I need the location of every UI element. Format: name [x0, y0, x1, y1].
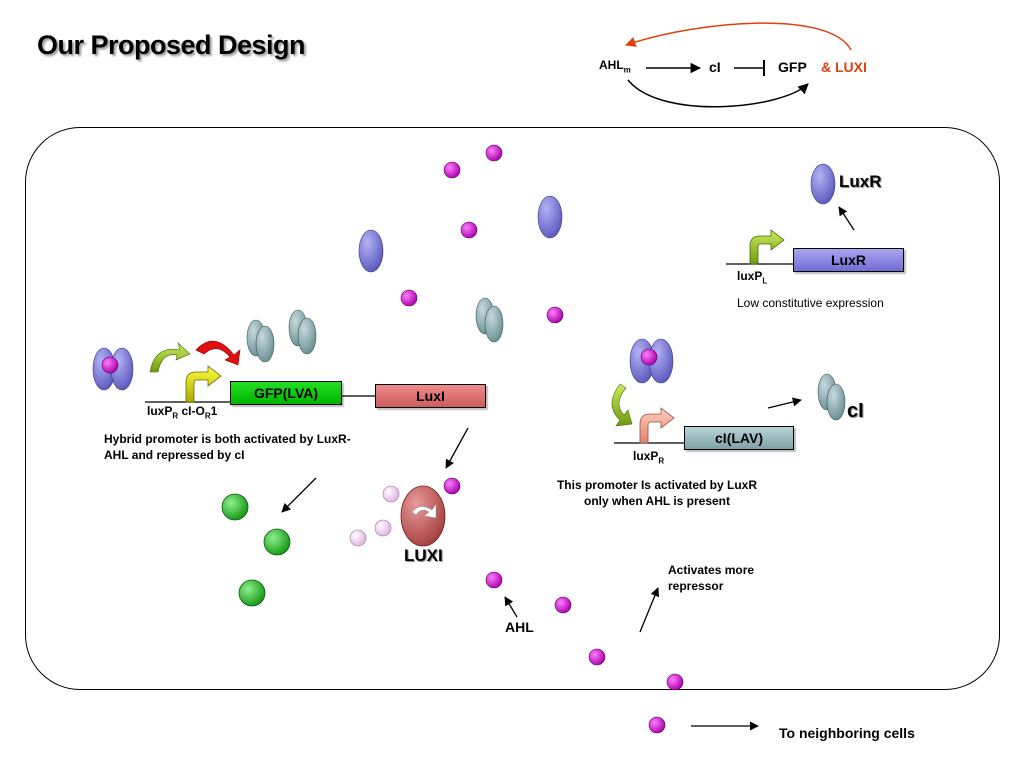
arrow-to-ci — [767, 397, 802, 409]
ci-protein — [297, 317, 317, 355]
ahl-label: AHL — [505, 619, 534, 635]
activates-label: Activates more repressor — [668, 563, 755, 593]
promoter-arrow-luxr — [749, 229, 785, 265]
ahl-molecule — [666, 673, 684, 691]
gene-gfp-lva: GFP(LVA) — [230, 381, 342, 405]
promoter-arrow-left — [185, 365, 222, 403]
luxr-construct-note: Low constitutive expression — [737, 296, 884, 310]
neighbors-label: To neighboring cells — [779, 725, 915, 741]
promoter-arrow-right — [639, 407, 675, 444]
ahl-molecule — [485, 144, 503, 162]
arrow-to-gfp — [281, 477, 317, 513]
ahl-precursor — [382, 485, 400, 503]
right-construct-note: This promoter Is activated by LuxR only … — [556, 478, 758, 508]
circuit-ci: cI — [709, 59, 721, 75]
luxr-protein — [537, 195, 563, 239]
arrow-to-luxi — [445, 427, 469, 469]
gene-luxr: LuxR — [793, 248, 904, 272]
ahl-molecule — [443, 477, 461, 495]
ci-protein — [826, 383, 846, 421]
ahl-molecule — [648, 716, 666, 734]
ahl-molecule — [554, 596, 572, 614]
luxi-enzyme-label: LUXI — [404, 546, 443, 565]
ahl-molecule — [588, 648, 606, 666]
arrow-luxi-ahl — [625, 22, 852, 51]
gene-ci-lav: cI(LAV) — [684, 426, 794, 450]
gfp-molecule — [221, 493, 249, 521]
right-promoter-label: luxPR — [633, 449, 665, 466]
gfp-molecule — [238, 579, 266, 607]
arrow-to-luxr — [838, 206, 855, 231]
circuit-luxi: & LUXI — [821, 59, 867, 75]
gfp-molecule — [263, 528, 291, 556]
ahl-molecule — [485, 571, 503, 589]
circuit-gfp: GFP — [778, 59, 807, 75]
repression-arrow — [195, 340, 241, 366]
arrow-to-ahl — [504, 596, 518, 618]
ahl-molecule — [400, 289, 418, 307]
page-title: Our Proposed Design — [37, 30, 306, 60]
cell-membrane — [25, 127, 1000, 690]
circuit-ahl: AHLm — [599, 58, 631, 75]
catalysis-arrow — [411, 503, 437, 519]
ci-protein — [255, 325, 275, 363]
ahl-molecule — [546, 306, 564, 324]
left-promoter-label: luxPR cI-OR1 — [147, 404, 218, 421]
activation-arrow — [149, 342, 191, 373]
ahl-molecule — [640, 348, 658, 366]
luxr-product-label: LuxR — [839, 172, 882, 191]
luxr-protein — [810, 163, 836, 205]
luxr-promoter-label: luxPL — [737, 269, 768, 286]
ahl-precursor — [349, 529, 367, 547]
ci-protein — [484, 305, 504, 343]
ahl-molecule — [443, 161, 461, 179]
ci-product-label: cI — [847, 400, 864, 422]
ahl-molecule — [101, 356, 119, 374]
gene-luxi: LuxI — [375, 384, 486, 408]
luxi-enzyme — [400, 485, 446, 547]
luxr-protein — [358, 229, 384, 273]
activation-arrow — [611, 383, 633, 427]
ahl-precursor — [374, 519, 392, 537]
ahl-molecule — [460, 221, 478, 239]
arrow-activates — [639, 587, 660, 633]
arrow-ahl-gfp — [627, 79, 809, 108]
left-construct-note: Hybrid promoter is both activated by Lux… — [104, 432, 351, 462]
